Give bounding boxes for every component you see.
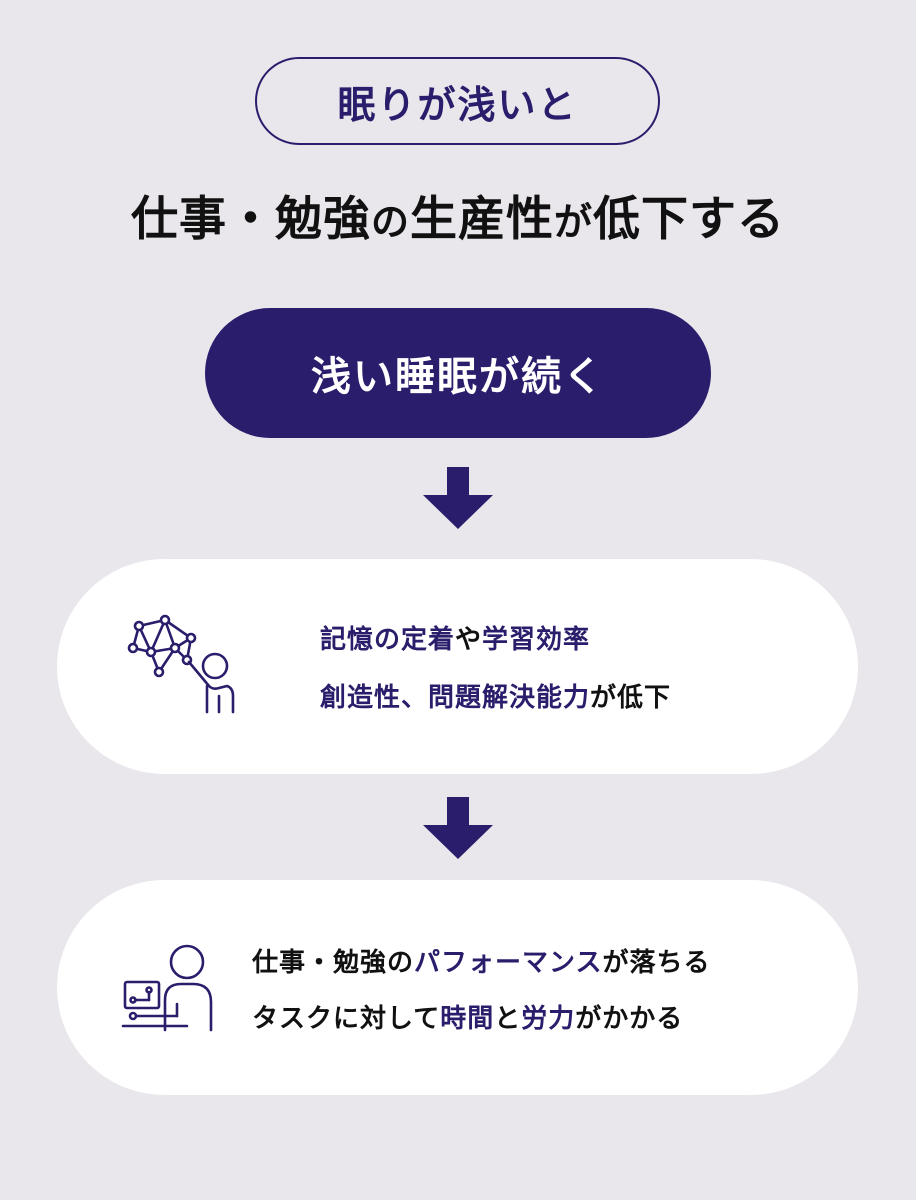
effect-2-line-2-seg-5: がかかる <box>575 1004 684 1034</box>
effect-1-line-1-seg-3: 学習効率 <box>482 625 591 655</box>
cause-box: 浅い睡眠が続く <box>205 308 711 438</box>
effect-2-line-2-seg-2: 時間 <box>440 1004 495 1034</box>
effect-2-line-1-seg-2: パフォーマンス <box>414 948 603 978</box>
page-title: 仕事・勉強の生産性が低下する <box>0 180 916 249</box>
effect-card-1: 記憶の定着や学習効率 創造性、問題解決能力が低下 <box>57 559 858 774</box>
title-part-4: が <box>554 200 594 244</box>
effect-2-line-2-seg-3: と <box>494 1004 522 1034</box>
effect-1-line-1-seg-1: 記憶の定着 <box>320 625 456 655</box>
topic-badge: 眠りが浅いと <box>255 57 660 145</box>
title-part-1: 仕事・勉強 <box>130 192 371 247</box>
effect-2-line-2-seg-1: タスクに対して <box>252 1004 441 1034</box>
title-part-5: 低下する <box>593 192 786 247</box>
arrow-down-icon <box>423 797 493 859</box>
network-presentation-icon <box>127 614 235 714</box>
title-part-2: の <box>370 200 410 244</box>
effect-2-line-2-seg-4: 労力 <box>521 1004 576 1034</box>
effect-2-line-1: 仕事・勉強のパフォーマンスが落ちる <box>252 942 711 979</box>
effect-card-2: 仕事・勉強のパフォーマンスが落ちる タスクに対して時間と労力がかかる <box>57 880 858 1095</box>
title-part-3: 生産性 <box>410 192 554 247</box>
arrow-down-icon <box>423 467 493 529</box>
effect-1-line-2-seg-2: が低下 <box>590 683 672 713</box>
effect-2-line-1-seg-3: が落ちる <box>602 948 711 978</box>
effect-1-line-2: 創造性、問題解決能力が低下 <box>320 677 671 714</box>
cause-label: 浅い睡眠が続く <box>311 354 605 400</box>
effect-1-line-2-seg-1: 創造性、問題解決能力 <box>320 683 591 713</box>
effect-1-line-1-seg-2: や <box>455 625 483 655</box>
topic-badge-label: 眠りが浅いと <box>337 82 578 127</box>
effect-2-line-2: タスクに対して時間と労力がかかる <box>252 998 683 1035</box>
person-at-desk-icon <box>121 944 213 1032</box>
effect-2-line-1-seg-1: 仕事・勉強の <box>252 948 415 978</box>
effect-1-line-1: 記憶の定着や学習効率 <box>320 619 590 656</box>
